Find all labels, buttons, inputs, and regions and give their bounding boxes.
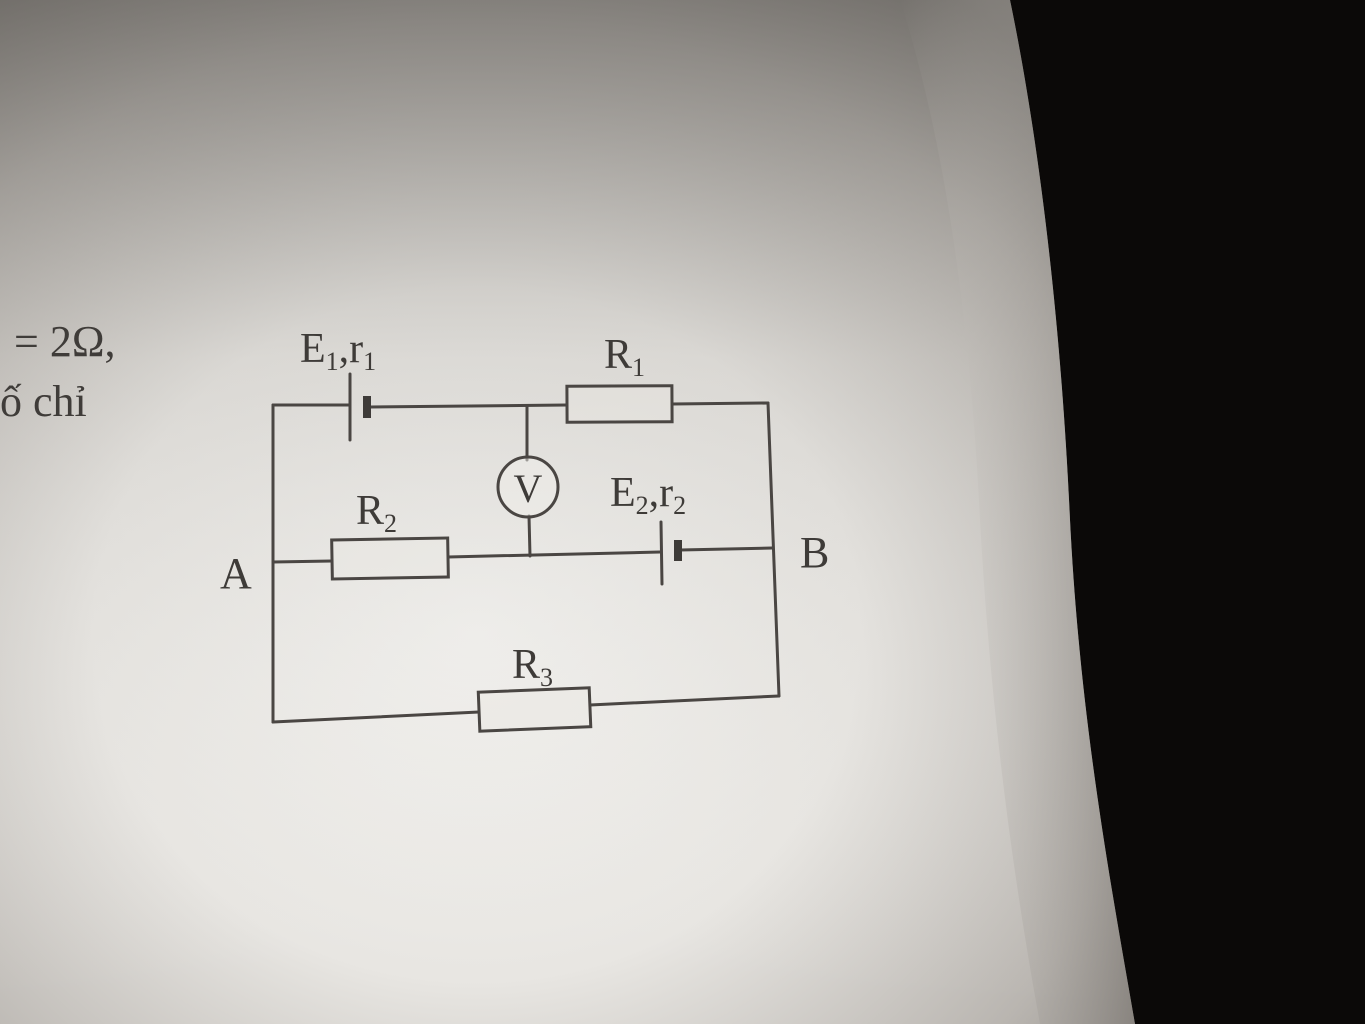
battery-e2-icon	[659, 520, 682, 586]
text-fragment-resistance: = 2Ω,	[14, 317, 116, 366]
text-fragment-reading: ố chỉ	[0, 377, 87, 426]
wire-top	[271, 401, 770, 409]
node-b-label: B	[800, 528, 829, 577]
node-a-label: A	[220, 549, 252, 598]
wire-middle	[271, 546, 774, 564]
resistor-r1	[565, 384, 674, 424]
resistor-r3	[476, 686, 593, 733]
voltmeter-icon	[496, 455, 560, 519]
resistor-r2	[330, 536, 450, 581]
label-r3: R3	[512, 642, 553, 692]
wire-right	[766, 401, 781, 698]
label-voltmeter: V	[514, 466, 543, 511]
label-e1-r1: E1,r1	[300, 326, 376, 376]
label-r2: R2	[356, 488, 397, 538]
battery-e1-icon	[348, 372, 371, 442]
label-e2-r2: E2,r2	[610, 470, 686, 520]
wire-voltmeter	[525, 404, 532, 558]
label-r1: R1	[604, 332, 645, 382]
wire-bottom	[271, 694, 781, 724]
